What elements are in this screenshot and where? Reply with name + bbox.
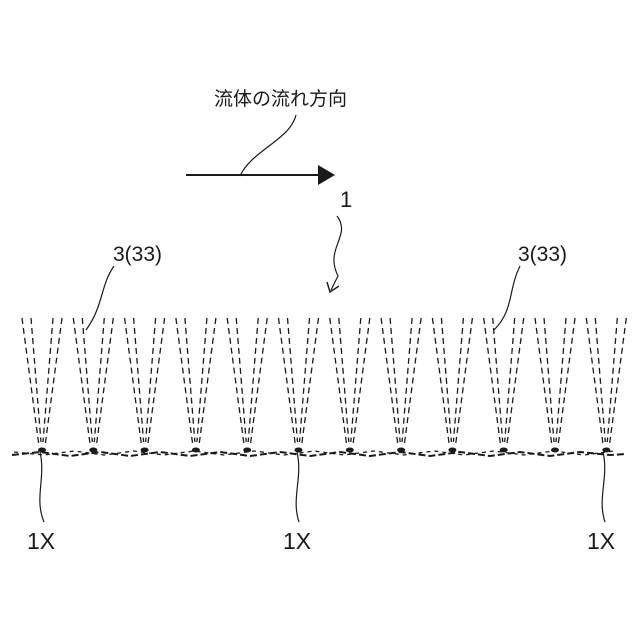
fiber-leader-right <box>494 266 520 330</box>
base-leader-right <box>602 452 605 522</box>
base-ref-label-center: 1X <box>283 530 311 553</box>
fiber-loop-strand <box>236 318 246 442</box>
fiber-loop-strand <box>595 318 605 442</box>
member-leader-line <box>331 216 342 290</box>
base-leader-left <box>40 452 44 522</box>
fiber-loop-strand <box>402 318 412 442</box>
fiber-loop-strand <box>556 318 566 442</box>
member-ref-label: 1 <box>340 189 352 211</box>
fiber-loop-knot <box>295 448 303 453</box>
fiber-loop-strand <box>607 318 617 442</box>
fiber-loop-strand <box>197 318 207 442</box>
base-ref-label-right: 1X <box>587 530 615 553</box>
fiber-loop-strand <box>134 318 144 442</box>
fiber-loop-strand <box>441 318 451 442</box>
base-ref-label-left: 1X <box>27 530 55 553</box>
flow-arrow-head <box>318 165 335 185</box>
fiber-loop-strand <box>288 318 298 442</box>
fiber-loop-strand <box>82 318 92 442</box>
fiber-loop-strand <box>300 318 310 442</box>
base-leader-center <box>296 452 299 522</box>
flow-direction-label: 流体の流れ方向 <box>214 90 347 109</box>
fiber-ref-label-right: 3(33) <box>518 244 567 265</box>
fiber-loop-strand <box>185 318 195 442</box>
fiber-loop-strand <box>453 318 463 442</box>
fiber-loop-strand <box>94 318 104 442</box>
fiber-ref-label-left: 3(33) <box>113 244 162 265</box>
fiber-loop-knot <box>346 448 354 453</box>
fiber-leader-left <box>86 266 114 330</box>
flow-label-leader <box>240 115 296 176</box>
fiber-loop-strand <box>248 318 258 442</box>
fiber-loop-strand <box>146 318 156 442</box>
fiber-loops <box>22 318 626 453</box>
fiber-loop-strand <box>544 318 554 442</box>
fiber-loop-knot <box>448 448 456 453</box>
fiber-loop-strand <box>31 318 41 442</box>
fiber-loop-strand <box>339 318 349 442</box>
fiber-loop-strand <box>43 318 53 442</box>
fiber-loop-strand <box>351 318 361 442</box>
fiber-loop-strand <box>505 318 515 442</box>
fiber-loop-strand <box>390 318 400 442</box>
fiber-loop-strand <box>493 318 503 442</box>
